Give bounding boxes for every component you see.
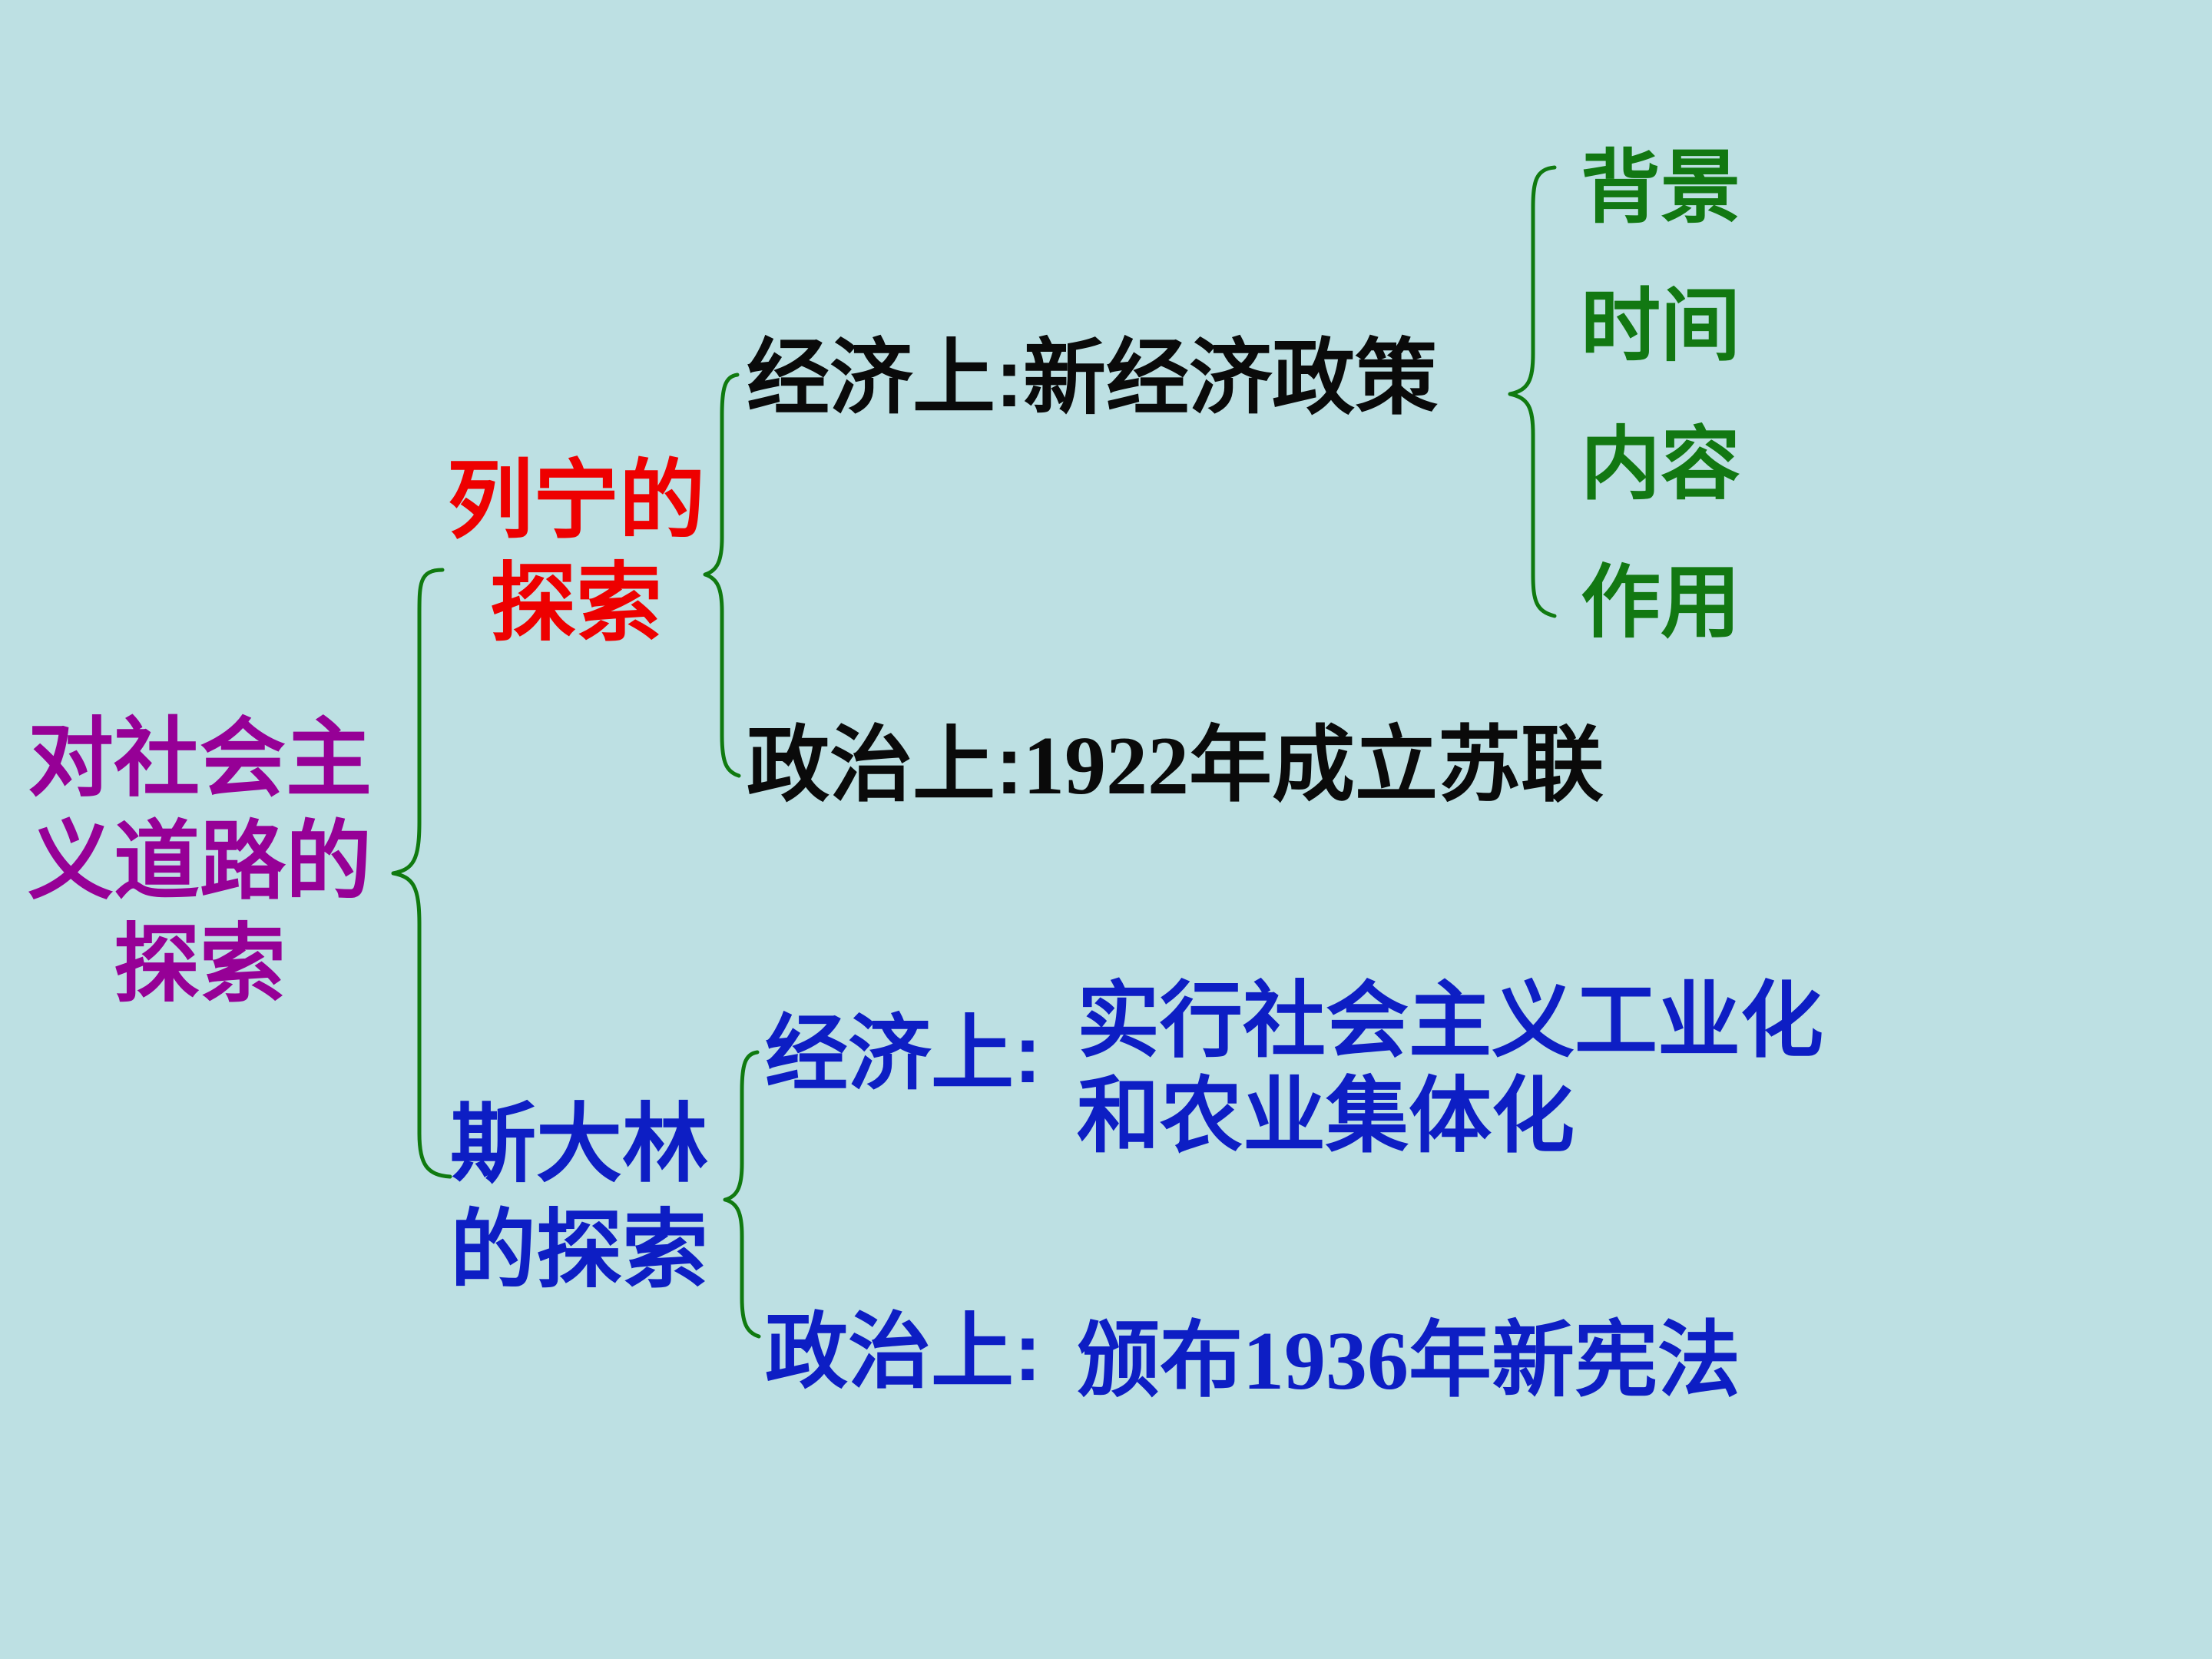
root-topic-line3: 探索 xyxy=(114,915,286,1015)
aspect-time: 时间 xyxy=(1581,279,1741,373)
stalin-politics-value: 颁布1936年新宪法 xyxy=(1077,1320,1740,1403)
aspect-effect: 作用 xyxy=(1581,555,1741,649)
stalin-topic-line1: 斯大林 xyxy=(450,1094,708,1194)
stalin-economy-colon: : xyxy=(1014,1007,1041,1100)
stalin-politics-label: 政治上 xyxy=(765,1304,1015,1400)
root-brace xyxy=(391,568,452,1179)
lenin-economy-value: 新经济政策 xyxy=(1022,330,1438,426)
lenin-brace xyxy=(703,373,741,778)
stalin-economy-value-line2: 和农业集体化 xyxy=(1077,1068,1575,1164)
lenin-politics: 政治上:1922年成立苏联 xyxy=(747,724,1604,808)
lenin-topic-line1: 列宁的 xyxy=(447,451,705,551)
stalin-brace xyxy=(723,1050,761,1339)
stalin-economy-label: 经济上 xyxy=(765,1006,1015,1102)
root-topic-line2: 义道路的 xyxy=(28,812,372,912)
stalin-politics-prefix: 颁布 xyxy=(1077,1313,1243,1409)
stalin-politics-colon: : xyxy=(1014,1305,1041,1398)
lenin-politics-value: 年成立苏联 xyxy=(1188,717,1604,813)
lenin-politics-label: 政治上 xyxy=(747,717,996,813)
root-topic-line1: 对社会主 xyxy=(28,709,372,809)
lenin-economy-aspects: 背景 时间 内容 作用 xyxy=(1581,147,1740,642)
lenin-economy: 经济上:新经济政策 xyxy=(747,336,1438,420)
stalin-economy-value: 实行社会主义工业化 和农业集体化 xyxy=(1077,980,1823,1158)
stalin-politics-value-text: 年新宪法 xyxy=(1409,1313,1741,1409)
lenin-economy-colon: : xyxy=(995,331,1023,424)
lenin-politics-colon: : xyxy=(995,718,1023,811)
stalin-politics-year: 1936 xyxy=(1243,1316,1409,1407)
aspect-background: 背景 xyxy=(1581,141,1741,234)
aspects-brace xyxy=(1508,165,1557,618)
lenin-politics-year: 1922 xyxy=(1022,720,1189,812)
aspect-content: 内容 xyxy=(1581,417,1741,511)
stalin-economy-value-line1: 实行社会主义工业化 xyxy=(1077,973,1824,1069)
lenin-economy-label: 经济上 xyxy=(747,330,996,426)
stalin-topic: 斯大林 的探索 xyxy=(450,1101,708,1293)
stalin-economy: 经济上: xyxy=(765,1012,1041,1096)
lenin-topic-line2: 探索 xyxy=(490,554,662,654)
stalin-topic-line2: 的探索 xyxy=(450,1200,708,1300)
stalin-politics: 政治上: xyxy=(765,1310,1041,1394)
lenin-topic: 列宁的 探索 xyxy=(447,458,705,647)
root-topic: 对社会主 义道路的 探索 xyxy=(28,716,372,1008)
